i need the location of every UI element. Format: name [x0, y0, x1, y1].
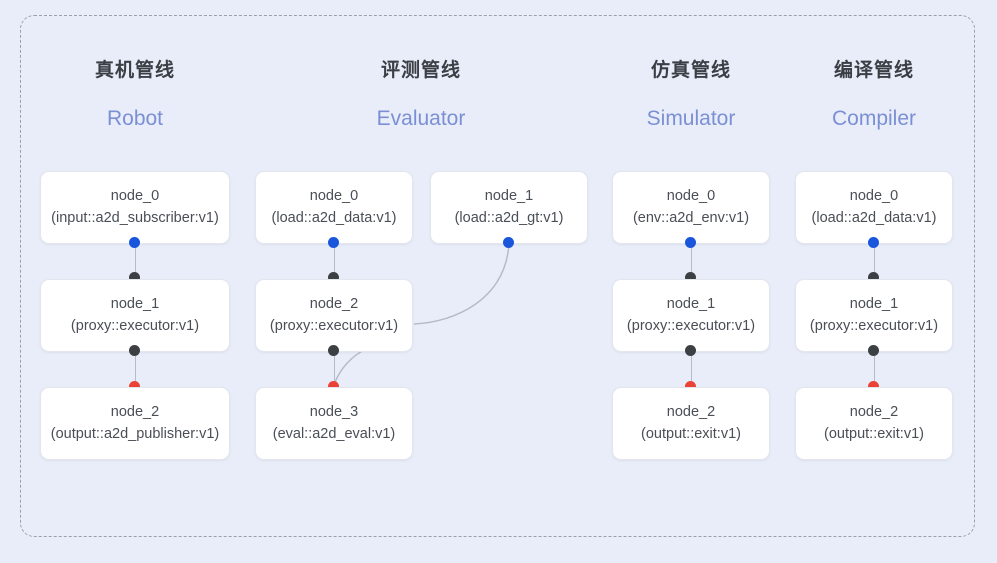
edge-robot-1-to-2 [134, 352, 136, 386]
column-subtitle-compiler: Compiler [831, 107, 917, 130]
edge-robot-0-to-1 [134, 244, 136, 278]
node-compiler-2-id: node_2 [849, 404, 899, 421]
port-simulator-2-in [685, 381, 696, 392]
node-robot-1-kind: (proxy::executor:v1) [70, 317, 200, 334]
port-robot-1-out [129, 345, 140, 356]
node-compiler-1-kind: (proxy::executor:v1) [809, 317, 939, 334]
port-compiler-0-out [868, 237, 879, 248]
node-robot-0[interactable]: node_0 (input::a2d_subscriber:v1) [40, 171, 230, 244]
node-simulator-2-kind: (output::exit:v1) [641, 425, 741, 442]
node-compiler-1[interactable]: node_1 (proxy::executor:v1) [795, 279, 953, 352]
node-compiler-2[interactable]: node_2 (output::exit:v1) [795, 387, 953, 460]
node-evaluator-1[interactable]: node_1 (load::a2d_gt:v1) [430, 171, 588, 244]
node-simulator-0-id: node_0 [666, 188, 716, 205]
port-compiler-2-in [868, 381, 879, 392]
column-title-simulator: 仿真管线 [650, 60, 731, 81]
node-simulator-0-kind: (env::a2d_env:v1) [632, 209, 750, 226]
node-evaluator-3-kind: (eval::a2d_eval:v1) [272, 425, 396, 442]
node-simulator-1[interactable]: node_1 (proxy::executor:v1) [612, 279, 770, 352]
node-evaluator-0-id: node_0 [309, 188, 359, 205]
port-simulator-1-in [685, 272, 696, 283]
port-robot-0-out [129, 237, 140, 248]
edge-compiler-0-to-1 [873, 244, 875, 278]
node-robot-0-id: node_0 [110, 188, 160, 205]
port-compiler-1-in [868, 272, 879, 283]
port-robot-2-in [129, 381, 140, 392]
edge-simulator-0-to-1 [690, 244, 692, 278]
node-evaluator-2[interactable]: node_2 (proxy::executor:v1) [255, 279, 413, 352]
edge-simulator-1-to-2 [690, 352, 692, 386]
port-simulator-0-out [685, 237, 696, 248]
port-evaluator-2-in [328, 272, 339, 283]
pipeline-diagram-frame [20, 15, 975, 537]
column-subtitle-robot: Robot [106, 107, 164, 130]
port-simulator-1-out [685, 345, 696, 356]
node-evaluator-0-kind: (load::a2d_data:v1) [271, 209, 397, 226]
pipeline-column-evaluator: 评测管线 Evaluator [255, 55, 587, 475]
node-simulator-0[interactable]: node_0 (env::a2d_env:v1) [612, 171, 770, 244]
column-title-evaluator: 评测管线 [380, 60, 461, 81]
node-compiler-0-id: node_0 [849, 188, 899, 205]
edge-evaluator-0-to-2 [333, 244, 335, 278]
node-evaluator-3-id: node_3 [309, 404, 359, 421]
node-evaluator-1-id: node_1 [484, 188, 534, 205]
port-evaluator-0-out [328, 237, 339, 248]
node-simulator-2[interactable]: node_2 (output::exit:v1) [612, 387, 770, 460]
node-evaluator-1-kind: (load::a2d_gt:v1) [454, 209, 564, 226]
port-evaluator-1-out [503, 237, 514, 248]
node-compiler-2-kind: (output::exit:v1) [824, 425, 924, 442]
edge-compiler-1-to-2 [873, 352, 875, 386]
node-simulator-1-id: node_1 [666, 296, 716, 313]
pipeline-column-compiler: 编译管线 Compiler [795, 55, 953, 475]
port-robot-1-in [129, 272, 140, 283]
edge-evaluator-2-to-3 [333, 352, 335, 386]
node-robot-0-kind: (input::a2d_subscriber:v1) [51, 209, 219, 226]
node-robot-1[interactable]: node_1 (proxy::executor:v1) [40, 279, 230, 352]
node-robot-2-id: node_2 [110, 404, 160, 421]
column-subtitle-simulator: Simulator [646, 107, 736, 130]
node-evaluator-0[interactable]: node_0 (load::a2d_data:v1) [255, 171, 413, 244]
column-subtitle-evaluator: Evaluator [376, 107, 466, 130]
column-title-robot: 真机管线 [94, 60, 175, 81]
pipeline-column-simulator: 仿真管线 Simulator [612, 55, 770, 475]
port-evaluator-2-out [328, 345, 339, 356]
port-evaluator-3-in [328, 381, 339, 392]
node-compiler-0[interactable]: node_0 (load::a2d_data:v1) [795, 171, 953, 244]
node-compiler-1-id: node_1 [849, 296, 899, 313]
pipeline-column-robot: 真机管线 Robot [40, 55, 230, 475]
node-simulator-2-id: node_2 [666, 404, 716, 421]
node-robot-1-id: node_1 [110, 296, 160, 313]
column-title-compiler: 编译管线 [833, 60, 914, 81]
node-evaluator-2-kind: (proxy::executor:v1) [269, 317, 399, 334]
node-evaluator-3[interactable]: node_3 (eval::a2d_eval:v1) [255, 387, 413, 460]
node-robot-2[interactable]: node_2 (output::a2d_publisher:v1) [40, 387, 230, 460]
port-compiler-1-out [868, 345, 879, 356]
node-robot-2-kind: (output::a2d_publisher:v1) [50, 425, 220, 442]
node-simulator-1-kind: (proxy::executor:v1) [626, 317, 756, 334]
node-compiler-0-kind: (load::a2d_data:v1) [811, 209, 937, 226]
node-evaluator-2-id: node_2 [309, 296, 359, 313]
